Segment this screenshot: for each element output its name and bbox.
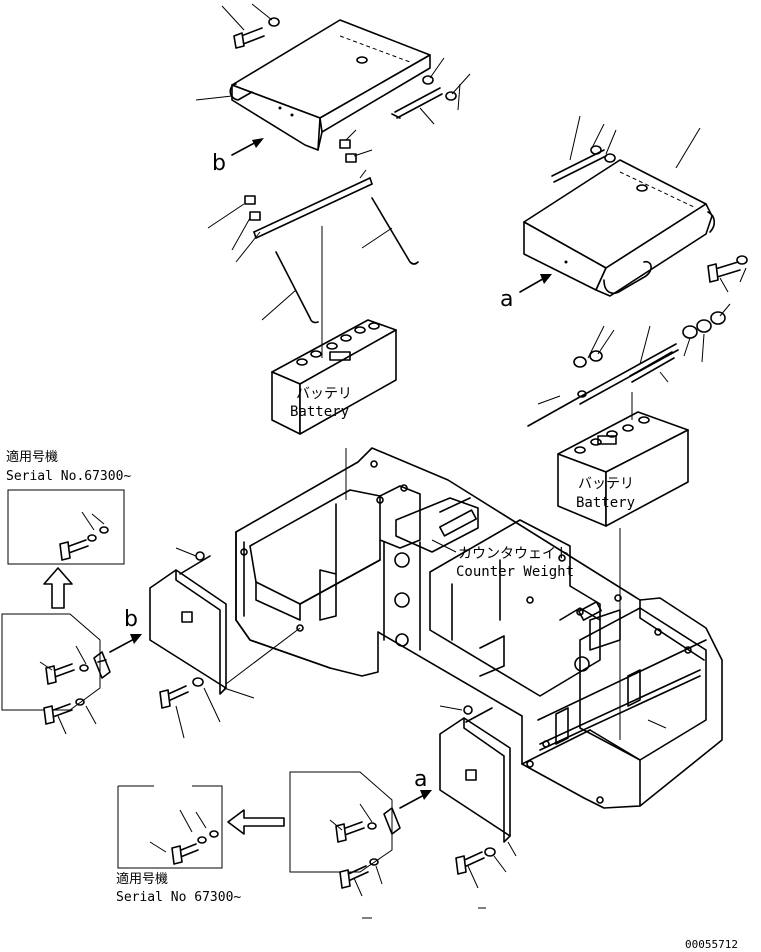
battery-holder-bar [253,177,373,239]
leader-lines-bottom [353,841,517,919]
bolt-icon [455,851,485,875]
view-label-a-upper: a [500,287,513,312]
side-cover-left [149,547,227,695]
bolt-icon [43,703,73,725]
drawing-number: 00055712 [685,938,738,951]
counter-weight-label-jp: カウンタウェイト [458,546,570,562]
leader-line [647,719,667,729]
leader-lines-left [57,627,301,739]
bolt-icon [45,663,75,685]
counter-weight-label-en: Counter Weight [456,564,574,580]
battery-left-label-jp: バッテリ [296,386,352,402]
detail-box-left [1,613,101,711]
serial-upper-label-jp: 適用号機 [6,449,58,465]
bolt-icon [159,685,189,709]
battery-left-label-en: Battery [290,404,349,420]
bolt-icon [233,17,280,49]
view-arrow-b-lower [109,634,142,653]
battery-cover-left [229,19,431,151]
leader-lines [195,3,471,321]
view-arrow-b-upper [231,138,264,156]
washer-icon [484,847,496,857]
upward-arrow [43,567,73,609]
nut-icon [244,139,357,221]
bolt-icon [335,821,365,843]
washer-icon [369,858,379,866]
battery-left [271,319,397,435]
battery-right-label-en: Battery [576,495,635,511]
washer-icon [590,145,748,265]
washer-icon [422,75,457,101]
counter-weight [235,447,723,809]
view-arrow-a-upper [519,274,552,293]
side-cover-right [439,705,511,843]
view-label-b-lower: b [124,607,138,632]
serial-box-upper [7,489,125,565]
bolt-icon [339,865,369,889]
battery-right [557,411,689,527]
serial-lower-label-jp: 適用号機 [116,871,168,887]
serial-lower-label-en: Serial No 67300~ [116,890,241,905]
battery-right-label-jp: バッテリ [578,476,634,492]
serial-upper-label-en: Serial No.67300~ [6,469,131,484]
view-label-b-upper: b [212,151,226,176]
bolt-icon [171,843,199,865]
view-arrow-a-lower [399,790,432,809]
bolt-icon [59,539,89,561]
view-label-a-lower: a [414,767,427,792]
j-bolt-icon [275,197,419,324]
bolt-icon [707,261,741,283]
serial-box-lower [117,785,223,869]
leader-counter-weight [431,539,457,553]
washer-icon [192,677,204,687]
detail-box-right [289,771,393,873]
battery-holder-right [527,303,731,427]
left-arrow [227,809,285,835]
battery-cover-right [523,159,716,297]
washer-icon [75,698,85,706]
leader-lines-right [569,115,747,293]
rod-icon [391,87,443,119]
bracket-left [93,651,111,679]
